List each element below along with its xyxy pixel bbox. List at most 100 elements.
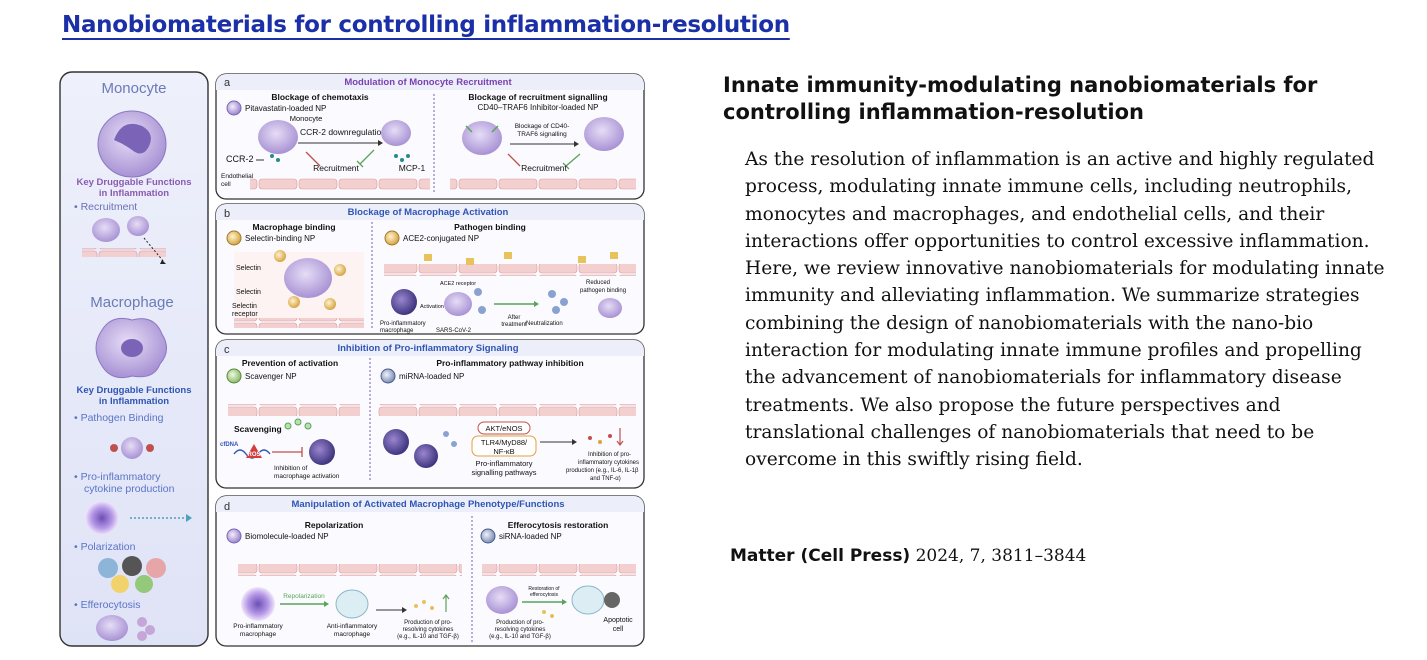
efferocytosis-icon xyxy=(96,615,155,641)
label-activation: Activation xyxy=(420,304,444,310)
function-efferocytosis: • Efferocytosis xyxy=(74,599,141,611)
panel-d-right-heading: Efferocytosis restoration xyxy=(508,520,609,530)
label-proinflammatory-b: Pro-inflammatory xyxy=(380,321,426,327)
sidebar-panel: Monocyte Key Druggable Functions in Infl… xyxy=(59,71,209,647)
label-resolving-cytokines-d2: resolving cytokines xyxy=(495,627,546,633)
label-neutralization: Neutralization xyxy=(526,321,563,327)
label-reduced: Reduced xyxy=(586,280,610,286)
label-ros: ROS xyxy=(247,452,260,458)
citation-journal: Matter (Cell Press) xyxy=(730,546,911,566)
graphical-abstract-figure: Monocyte Key Druggable Functions in Infl… xyxy=(59,71,645,647)
panel-c-left-np: Scavenger NP xyxy=(245,372,297,381)
label-cell: cell xyxy=(221,181,231,188)
label-proinflammatory-c: Pro-inflammatory xyxy=(475,459,532,468)
label-ccr2: CCR-2 xyxy=(226,154,254,164)
panel-b-letter: b xyxy=(224,208,230,220)
recruitment-icon xyxy=(82,216,166,264)
label-recruitment-a-left: Recruitment xyxy=(313,163,359,173)
function-polarization: • Polarization xyxy=(74,541,136,553)
abstract-text: As the resolution of inflammation is an … xyxy=(745,149,1385,471)
label-selectin-2: Selectin xyxy=(236,289,261,296)
panel-b-left-heading: Macrophage binding xyxy=(252,222,335,232)
panel-d-left-heading: Repolarization xyxy=(305,520,364,530)
macrophage-title: Macrophage xyxy=(90,294,173,311)
panel-d-letter: d xyxy=(224,501,230,513)
panel-a-right-np: CD40–TRAF6 Inhibitor-loaded NP xyxy=(478,103,599,112)
panel-a-letter: a xyxy=(224,77,231,89)
label-recruitment-a-right: Recruitment xyxy=(521,163,567,173)
label-ace2-receptor: ACE2 receptor xyxy=(440,281,476,287)
label-production-pro-d: Production of pro- xyxy=(404,620,452,626)
polarization-icon xyxy=(98,556,166,593)
label-selectin-receptor: receptor xyxy=(232,311,258,318)
label-tlr4: TLR4/MyD88/ xyxy=(481,438,528,447)
function-recruitment: • Recruitment xyxy=(74,201,137,213)
panel-b-title: Blockage of Macrophage Activation xyxy=(348,207,509,218)
label-macrophage-b: macrophage xyxy=(380,328,414,334)
label-macrophage-d: macrophage xyxy=(240,631,277,638)
label-ccr2-downregulation: CCR-2 downregulation xyxy=(300,127,386,137)
panel-c-title: Inhibition of Pro-inflammatory Signaling xyxy=(337,343,518,354)
label-endothelial: Endothelial xyxy=(221,173,254,180)
label-mcp1: MCP-1 xyxy=(399,163,426,173)
label-traf6-signalling: TRAF6 signalling xyxy=(517,131,567,138)
panel-a: a Modulation of Monocyte Recruitment Blo… xyxy=(215,73,645,200)
label-il10-d: (e.g., IL-10 and TGF-β) xyxy=(397,634,459,640)
label-macrophage-activation: macrophage activation xyxy=(274,473,340,480)
label-sars-cov-2: SARS-CoV-2 xyxy=(436,328,472,334)
panel-b-right-np: ACE2-conjugated NP xyxy=(403,234,479,243)
label-cfdna: cfDNA xyxy=(220,442,239,448)
label-resolving-cytokines-d: resolving cytokines xyxy=(403,627,454,633)
panel-a-title: Modulation of Monocyte Recruitment xyxy=(344,77,512,88)
panel-c-right-heading: Pro-inflammatory pathway inhibition xyxy=(436,358,583,368)
label-production-il6: production (e.g., IL-6, IL-1β xyxy=(566,468,639,474)
panel-c-left-heading: Prevention of activation xyxy=(242,358,338,368)
label-production-pro-d2: Production of pro- xyxy=(496,620,544,626)
panel-a-right-heading: Blockage of recruitment signalling xyxy=(468,92,607,102)
label-repolarization: Repolarization xyxy=(283,593,325,600)
panel-d: d Manipulation of Activated Macrophage P… xyxy=(215,495,645,647)
label-akt-enos: AKT/eNOS xyxy=(485,424,522,433)
key-functions-label-1b: in Inflammation xyxy=(99,188,169,199)
function-pathogen-binding: • Pathogen Binding xyxy=(74,412,164,424)
macrophage-cell-icon xyxy=(95,317,167,379)
panel-d-left-np: Biomolecule-loaded NP xyxy=(245,532,329,541)
key-functions-label-1: Key Druggable Functions xyxy=(76,177,191,188)
panel-c-letter: c xyxy=(224,344,230,356)
page-title: Nanobiomaterials for controlling inflamm… xyxy=(62,12,790,38)
panel-c-right-np: miRNA-loaded NP xyxy=(399,372,464,381)
label-selectin-3: Selectin xyxy=(232,303,257,310)
panel-b-left-np: Selectin-binding NP xyxy=(245,234,315,243)
label-inhibition-of: Inhibition of xyxy=(274,465,307,472)
label-inhibition-pro: Inhibition of pro- xyxy=(588,452,631,458)
label-blockage-cd40: Blockage of CD40- xyxy=(515,123,570,130)
label-nfkb: NF-κB xyxy=(493,447,514,456)
panel-d-right-np: siRNA-loaded NP xyxy=(499,532,562,541)
panel-d-title: Manipulation of Activated Macrophage Phe… xyxy=(291,499,564,510)
citation-details: 2024, 7, 3811–3844 xyxy=(915,546,1087,566)
cytokine-production-icon xyxy=(85,501,192,535)
label-macrophage-d2: macrophage xyxy=(334,631,371,638)
label-monocyte: Monocyte xyxy=(290,114,323,123)
label-apoptotic: Apoptotic xyxy=(603,617,633,624)
key-functions-label-2: Key Druggable Functions xyxy=(76,385,191,396)
panel-c: c Inhibition of Pro-inflammatory Signali… xyxy=(215,339,645,489)
key-functions-label-2b: in Inflammation xyxy=(99,396,169,407)
panel-a-left-np: Pitavastatin-loaded NP xyxy=(245,104,326,113)
label-treatment: treatment xyxy=(501,322,527,328)
label-antiinflammatory: Anti-inflammatory xyxy=(327,623,378,630)
label-selectin-1: Selectin xyxy=(236,265,261,272)
function-cytokine-production-2: cytokine production xyxy=(84,483,175,495)
citation: Matter (Cell Press) 2024, 7, 3811–3844 xyxy=(730,546,1086,566)
label-scavenging: Scavenging xyxy=(234,424,282,434)
article-heading: Innate immunity-modulating nanobiomateri… xyxy=(723,73,1318,124)
label-proinflammatory-d: Pro-inflammatory xyxy=(233,623,283,630)
label-pathogen-binding: pathogen binding xyxy=(580,288,626,294)
function-cytokine-production: • Pro-inflammatory xyxy=(74,471,161,483)
panel-a-left-heading: Blockage of chemotaxis xyxy=(271,92,369,102)
panel-b: b Blockage of Macrophage Activation Macr… xyxy=(215,203,645,335)
label-inflammatory-cytokines: inflammatory cytokines xyxy=(578,460,639,466)
pathogen-binding-icon xyxy=(110,437,154,459)
label-tnf: and TNF-α) xyxy=(590,476,621,482)
label-signalling-pathways: signalling pathways xyxy=(471,468,536,477)
